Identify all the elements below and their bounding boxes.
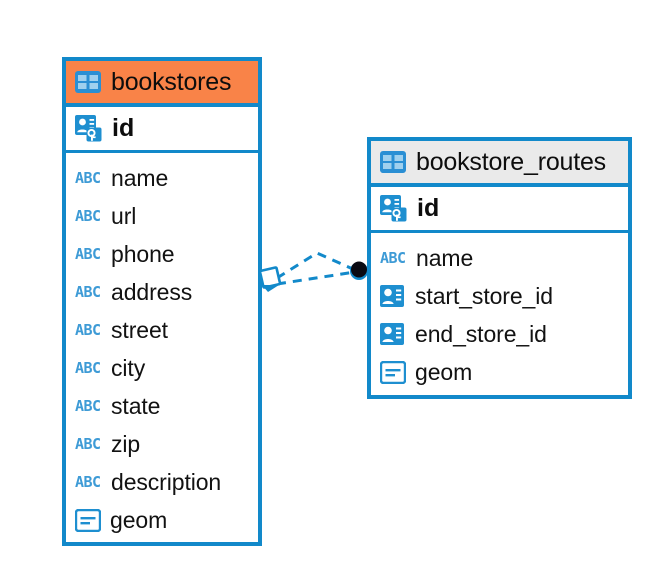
- attribute-row[interactable]: ABC description: [66, 463, 258, 501]
- text-type-icon: ABC: [75, 247, 101, 262]
- relationship-connector[interactable]: [255, 240, 385, 320]
- primary-key-row-bookstores[interactable]: id: [66, 107, 258, 153]
- entity-header-bookstore-routes[interactable]: bookstore_routes: [371, 141, 628, 187]
- text-type-icon: ABC: [75, 323, 101, 338]
- foreign-key-icon: [380, 322, 404, 345]
- attribute-label: end_store_id: [415, 320, 547, 347]
- abc-glyph: ABC: [75, 247, 101, 262]
- attribute-label: geom: [415, 358, 473, 385]
- attribute-row[interactable]: geom: [371, 353, 628, 391]
- text-type-icon: ABC: [75, 209, 101, 224]
- attribute-list-bookstore-routes: ABC name start_store_id: [371, 233, 628, 395]
- primary-key-label-bookstores: id: [112, 114, 135, 142]
- attribute-row[interactable]: ABC street: [66, 311, 258, 349]
- entity-bookstores[interactable]: bookstores id ABC name: [62, 57, 262, 546]
- attribute-label: city: [111, 354, 146, 381]
- attribute-label: geom: [110, 506, 168, 533]
- attribute-row[interactable]: end_store_id: [371, 315, 628, 353]
- text-type-icon: ABC: [75, 285, 101, 300]
- geometry-type-icon: [75, 508, 101, 532]
- attribute-row[interactable]: ABC url: [66, 197, 258, 235]
- attribute-label: phone: [111, 240, 175, 267]
- attribute-row[interactable]: geom: [66, 501, 258, 539]
- foreign-key-icon: [380, 284, 404, 307]
- table-icon: [380, 151, 406, 173]
- entity-title-bookstore-routes: bookstore_routes: [416, 147, 606, 176]
- attribute-row[interactable]: ABC name: [66, 159, 258, 197]
- attribute-row[interactable]: ABC name: [371, 239, 628, 277]
- attribute-row[interactable]: ABC zip: [66, 425, 258, 463]
- text-type-icon: ABC: [75, 475, 101, 490]
- attribute-row[interactable]: ABC address: [66, 273, 258, 311]
- attribute-label: address: [111, 278, 193, 305]
- abc-glyph: ABC: [75, 171, 101, 186]
- entity-title-bookstores: bookstores: [111, 67, 232, 96]
- attribute-label: description: [111, 468, 222, 495]
- abc-glyph: ABC: [75, 323, 101, 338]
- attribute-row[interactable]: ABC phone: [66, 235, 258, 273]
- attribute-label: street: [111, 316, 168, 343]
- text-type-icon: ABC: [75, 437, 101, 452]
- entity-bookstore-routes[interactable]: bookstore_routes id ABC: [367, 137, 632, 399]
- text-type-icon: ABC: [75, 361, 101, 376]
- primary-key-icon: [75, 115, 102, 142]
- entity-header-bookstores[interactable]: bookstores: [66, 61, 258, 107]
- relationship-line-lower: [276, 270, 356, 286]
- abc-glyph: ABC: [75, 285, 101, 300]
- text-type-icon: ABC: [380, 251, 406, 266]
- abc-glyph: ABC: [75, 361, 101, 376]
- attribute-list-bookstores: ABC name ABC url ABC phone ABC: [66, 153, 258, 543]
- abc-glyph: ABC: [75, 437, 101, 452]
- attribute-label: name: [416, 244, 474, 271]
- text-type-icon: ABC: [75, 171, 101, 186]
- diamond-marker: [258, 266, 282, 292]
- attribute-label: url: [111, 202, 137, 229]
- primary-key-row-bookstore-routes[interactable]: id: [371, 187, 628, 233]
- attribute-row[interactable]: start_store_id: [371, 277, 628, 315]
- filled-circle-marker: [350, 261, 368, 280]
- attribute-row[interactable]: ABC city: [66, 349, 258, 387]
- attribute-label: zip: [111, 430, 141, 457]
- attribute-label: name: [111, 164, 169, 191]
- primary-key-label-bookstore-routes: id: [417, 194, 440, 222]
- geometry-type-icon: [380, 360, 406, 384]
- attribute-row[interactable]: ABC state: [66, 387, 258, 425]
- abc-glyph: ABC: [75, 475, 101, 490]
- primary-key-icon: [380, 195, 407, 222]
- abc-glyph: ABC: [75, 209, 101, 224]
- attribute-label: state: [111, 392, 161, 419]
- abc-glyph: ABC: [380, 251, 406, 266]
- table-icon: [75, 71, 101, 93]
- abc-glyph: ABC: [75, 399, 101, 414]
- text-type-icon: ABC: [75, 399, 101, 414]
- attribute-label: start_store_id: [415, 282, 553, 309]
